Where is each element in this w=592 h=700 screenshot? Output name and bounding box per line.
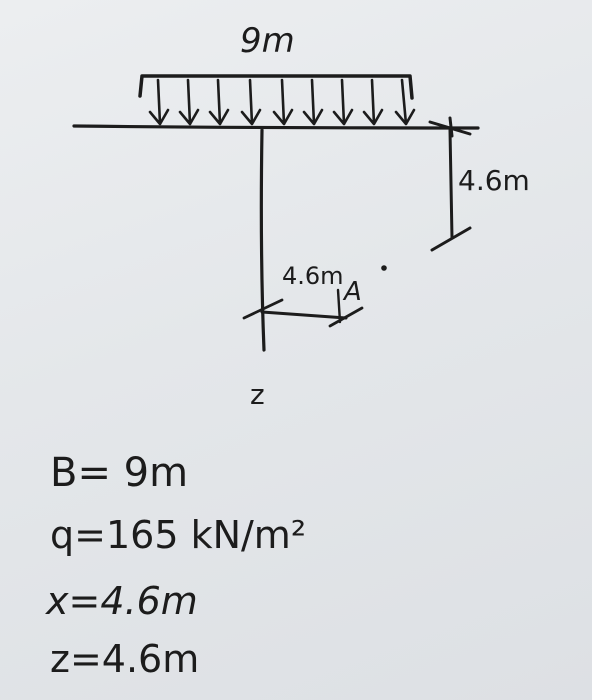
load-arrow	[302, 78, 324, 126]
ground-end-tick	[428, 116, 472, 138]
z-axis-line	[259, 128, 266, 352]
load-width-label: 9m	[240, 21, 295, 61]
depth-label: 4.6m	[458, 164, 530, 197]
point-a-marker	[381, 265, 387, 271]
load-arrow	[394, 78, 416, 126]
depth-dimension-tick	[430, 226, 472, 252]
offset-dimension-line	[260, 310, 348, 320]
depth-dimension-line	[448, 128, 454, 240]
load-arrow	[272, 78, 294, 126]
given-offset-x: x=4.6m	[45, 579, 198, 623]
load-arrows	[148, 78, 416, 126]
given-load-intensity: q=165 kN/m²	[50, 513, 306, 557]
load-arrow	[208, 78, 230, 126]
point-a-label: A	[342, 277, 362, 307]
ground-surface-line	[72, 124, 480, 130]
offset-label: 4.6m	[282, 262, 344, 290]
z-axis-label: z	[250, 378, 265, 411]
load-arrow	[240, 78, 262, 126]
distributed-load-strip	[138, 74, 414, 100]
load-arrow	[332, 78, 354, 126]
offset-end-line	[336, 288, 342, 324]
given-width: B= 9m	[50, 450, 188, 496]
load-arrow	[178, 78, 200, 126]
given-depth-z: z=4.6m	[50, 637, 199, 681]
load-arrow	[362, 78, 384, 126]
load-arrow	[148, 78, 170, 126]
offset-dimension-ticks	[242, 298, 364, 328]
